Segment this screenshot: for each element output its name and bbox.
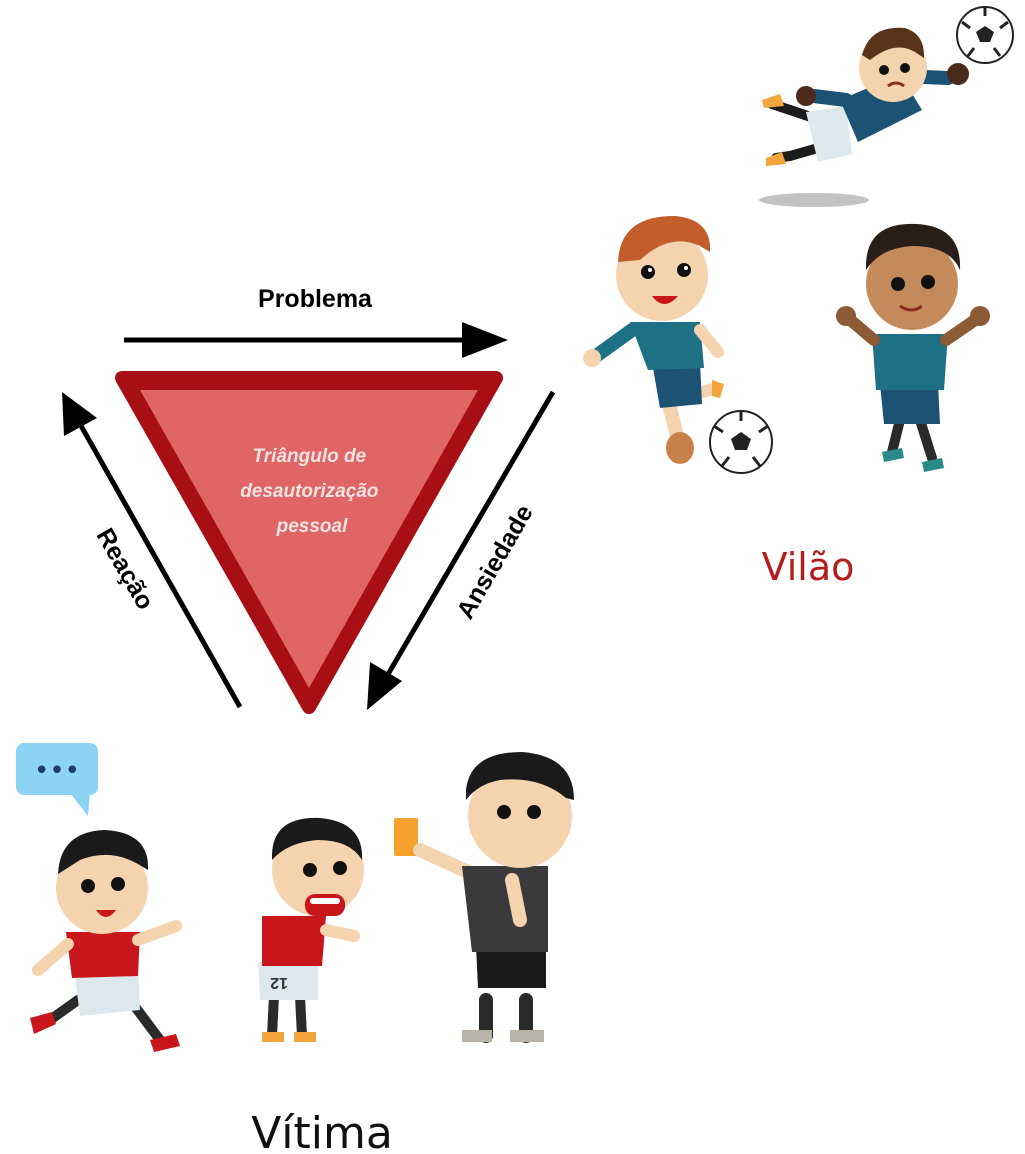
role-label-victim: Vítima: [251, 1108, 393, 1154]
soccer-ball-icon: [956, 6, 1014, 64]
soccer-ball-icon: [709, 410, 773, 474]
running-player-illustration: •••: [16, 743, 182, 1052]
triangle-label-line-2: desautorização: [240, 481, 378, 502]
kicking-player-illustration: [583, 215, 773, 474]
arrow-label-problema: Problema: [258, 285, 373, 313]
speech-bubble-text: •••: [34, 756, 80, 786]
arrow-problema: [124, 322, 508, 358]
goalkeeper-illustration: [759, 6, 1014, 207]
triangle: [115, 371, 503, 714]
arrow-label-ansiedade: Ansiedade: [451, 500, 539, 624]
role-label-villain: Vilão: [762, 545, 855, 589]
triangle-label-line-1: Triângulo de: [253, 446, 367, 467]
arrow-label-reacao: Reação: [91, 523, 160, 614]
triangle-label-line-3: pessoal: [276, 516, 348, 537]
arrow-ansiedade: [367, 390, 556, 710]
referee-illustration: [394, 752, 574, 1043]
jersey-number: 12: [270, 974, 288, 991]
speech-bubble-icon: •••: [16, 743, 98, 816]
arrow-reacao: [62, 392, 243, 709]
scolded-player-illustration: 12: [258, 817, 364, 1042]
triangle-label: Triângulo de desautorização pessoal: [240, 446, 384, 537]
yellow-card-icon: [394, 818, 418, 856]
jumping-player-illustration: [836, 223, 990, 472]
